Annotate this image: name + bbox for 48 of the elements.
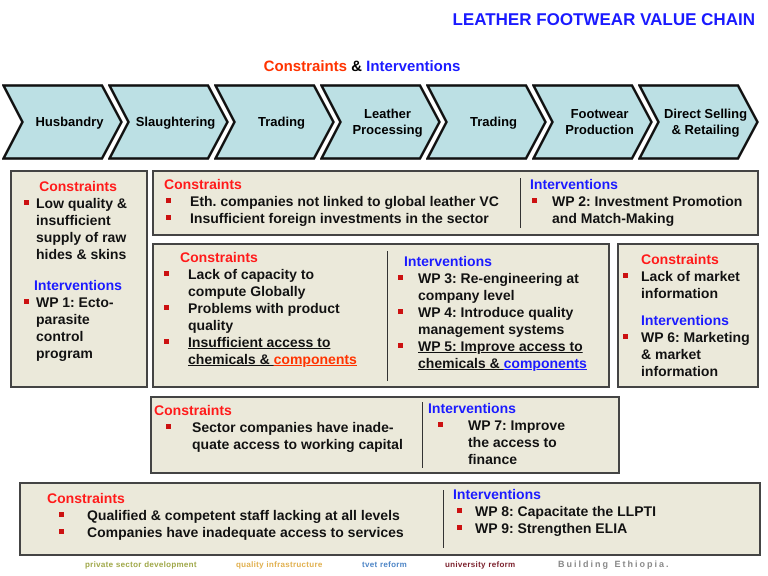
bullet-text: Problems with product quality — [188, 300, 341, 334]
bullet-text: WP 7: Improve the access to finance — [468, 417, 566, 468]
section-heading: Interventions — [530, 176, 618, 193]
section-heading: Interventions — [34, 277, 122, 294]
section-heading: Constraints — [39, 178, 117, 195]
footer-label: Building Ethiopia. — [558, 559, 670, 570]
section-heading: Interventions — [404, 253, 492, 270]
bullet-text: Lack of capacity to compute Globally — [188, 266, 316, 300]
section-heading: Interventions — [453, 486, 541, 503]
bullet-text: WP 6: Marketing & market information — [641, 329, 751, 380]
bullet-text: Eth. companies not linked to global leather VC — [190, 193, 499, 210]
step-label: Trading — [470, 114, 517, 130]
step-label: Slaughtering — [136, 114, 216, 130]
bullet-text: WP 3: Re-engineering at company level — [418, 270, 580, 304]
bullet-text: WP 8: Capacitate the LLPTI — [475, 503, 656, 520]
section-heading: Constraints — [641, 251, 719, 268]
bullet-text: WP 1: Ecto-parasite control program — [36, 294, 115, 362]
info-card — [617, 243, 759, 388]
bullet-text: Qualified & competent staff lacking at all levels — [87, 507, 400, 524]
subtitle: Constraints & Interventions — [264, 58, 460, 76]
info-card — [152, 243, 610, 388]
section-heading: Constraints — [47, 490, 125, 507]
bullet-text: Lack of market information — [641, 268, 741, 302]
bullet-text: WP 9: Strengthen ELIA — [475, 520, 628, 537]
bullet-text: WP 4: Introduce quality management systems — [418, 304, 574, 338]
step-label: Trading — [258, 114, 305, 130]
info-card — [10, 170, 148, 388]
section-heading: Constraints — [180, 249, 258, 266]
title: LEATHER FOOTWEAR VALUE CHAIN — [452, 10, 755, 30]
info-card — [150, 396, 620, 474]
bullet-text: Insufficient foreign investments in the sector — [190, 210, 489, 227]
section-heading: Constraints — [164, 176, 242, 193]
bullet-text: Low quality & insufficient supply of raw hides & skins — [36, 195, 128, 263]
bullet-text: WP 2: Investment Promotion and Match-Making — [552, 193, 744, 227]
section-heading: Interventions — [428, 400, 516, 417]
bullet-text: Sector companies have inade-quate access to working capital — [192, 419, 404, 453]
bullet-text: Companies have inadequate access to services — [87, 524, 404, 541]
step-label: Husbandry — [36, 114, 104, 130]
bullet-text: Insufficient access to chemicals & components — [188, 334, 358, 368]
info-card — [152, 170, 759, 236]
section-heading: Interventions — [641, 312, 729, 329]
bullet-text: WP 5: Improve access to chemicals & components — [418, 338, 588, 372]
step-label: Leather Processing — [351, 106, 424, 138]
step-label: Direct Selling & Retailing — [662, 106, 748, 138]
footer-label: tvet reform — [362, 560, 408, 570]
step-label: Footwear Production — [564, 106, 635, 138]
info-card — [19, 482, 761, 556]
section-heading: Constraints — [154, 402, 232, 419]
